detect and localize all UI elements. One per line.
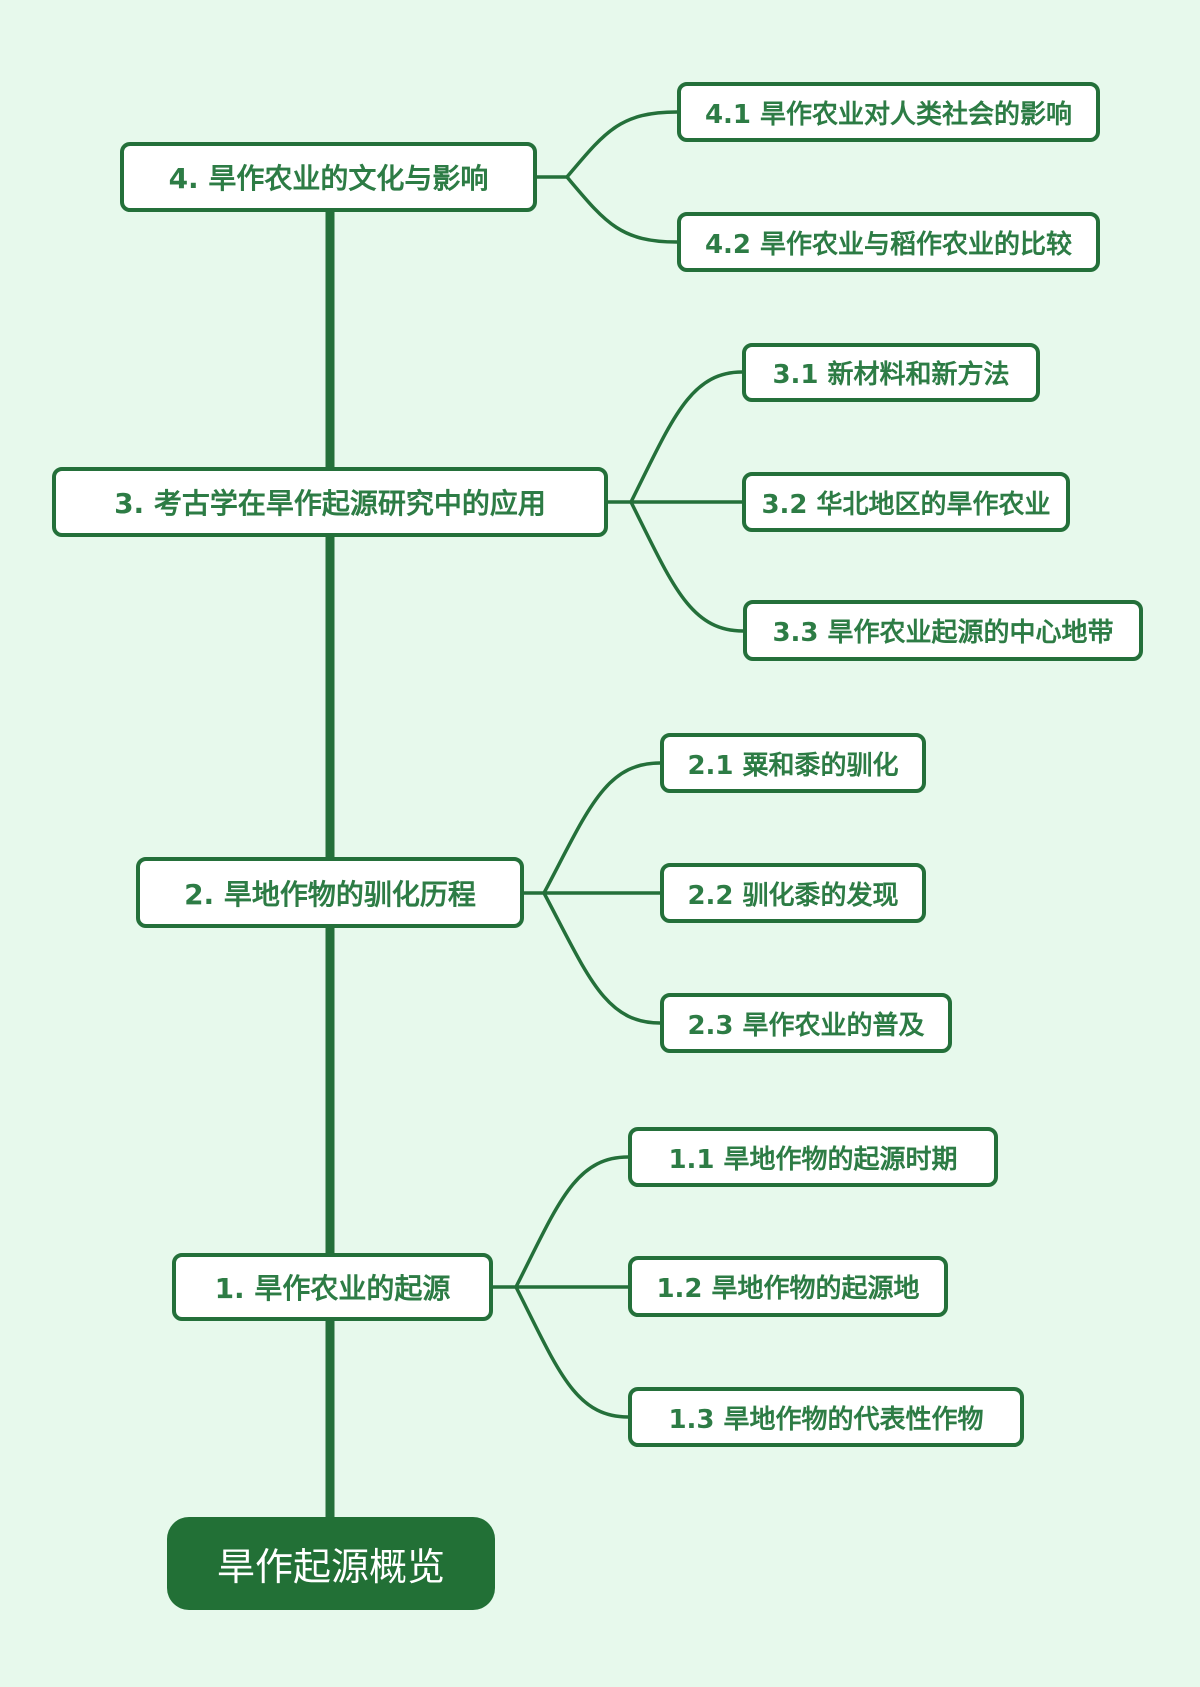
subtopic-2-1[interactable]: 2.1 粟和黍的驯化 <box>660 733 926 793</box>
subtopic-1-2[interactable]: 1.2 旱地作物的起源地 <box>628 1256 948 1317</box>
branch-2-1 <box>542 761 662 895</box>
root-node[interactable]: 旱作起源概览 <box>167 1517 495 1610</box>
main-topic-2[interactable]: 2. 旱地作物的驯化历程 <box>136 857 524 928</box>
main-topic-3[interactable]: 3. 考古学在旱作起源研究中的应用 <box>52 467 608 537</box>
subtopic-4-2[interactable]: 4.2 旱作农业与稻作农业的比较 <box>677 212 1100 272</box>
branch-1-1 <box>514 1155 630 1289</box>
subtopic-3-3[interactable]: 3.3 旱作农业起源的中心地带 <box>743 600 1143 661</box>
subtopic-3-1[interactable]: 3.1 新材料和新方法 <box>742 343 1040 402</box>
branch-1-3 <box>514 1285 630 1419</box>
branch-3-3 <box>629 500 745 633</box>
branch-4-2 <box>565 175 679 244</box>
main-topic-1[interactable]: 1. 旱作农业的起源 <box>172 1253 493 1321</box>
branch-4-1 <box>565 110 679 179</box>
branch-3-1 <box>629 370 744 504</box>
subtopic-4-1[interactable]: 4.1 旱作农业对人类社会的影响 <box>677 82 1100 142</box>
subtopic-2-2[interactable]: 2.2 驯化黍的发现 <box>660 863 926 923</box>
main-topic-4[interactable]: 4. 旱作农业的文化与影响 <box>120 142 537 212</box>
subtopic-1-1[interactable]: 1.1 旱地作物的起源时期 <box>628 1127 998 1187</box>
subtopic-2-3[interactable]: 2.3 旱作农业的普及 <box>660 993 952 1053</box>
subtopic-1-3[interactable]: 1.3 旱地作物的代表性作物 <box>628 1387 1024 1447</box>
subtopic-3-2[interactable]: 3.2 华北地区的旱作农业 <box>742 472 1070 532</box>
branch-2-3 <box>542 891 662 1025</box>
